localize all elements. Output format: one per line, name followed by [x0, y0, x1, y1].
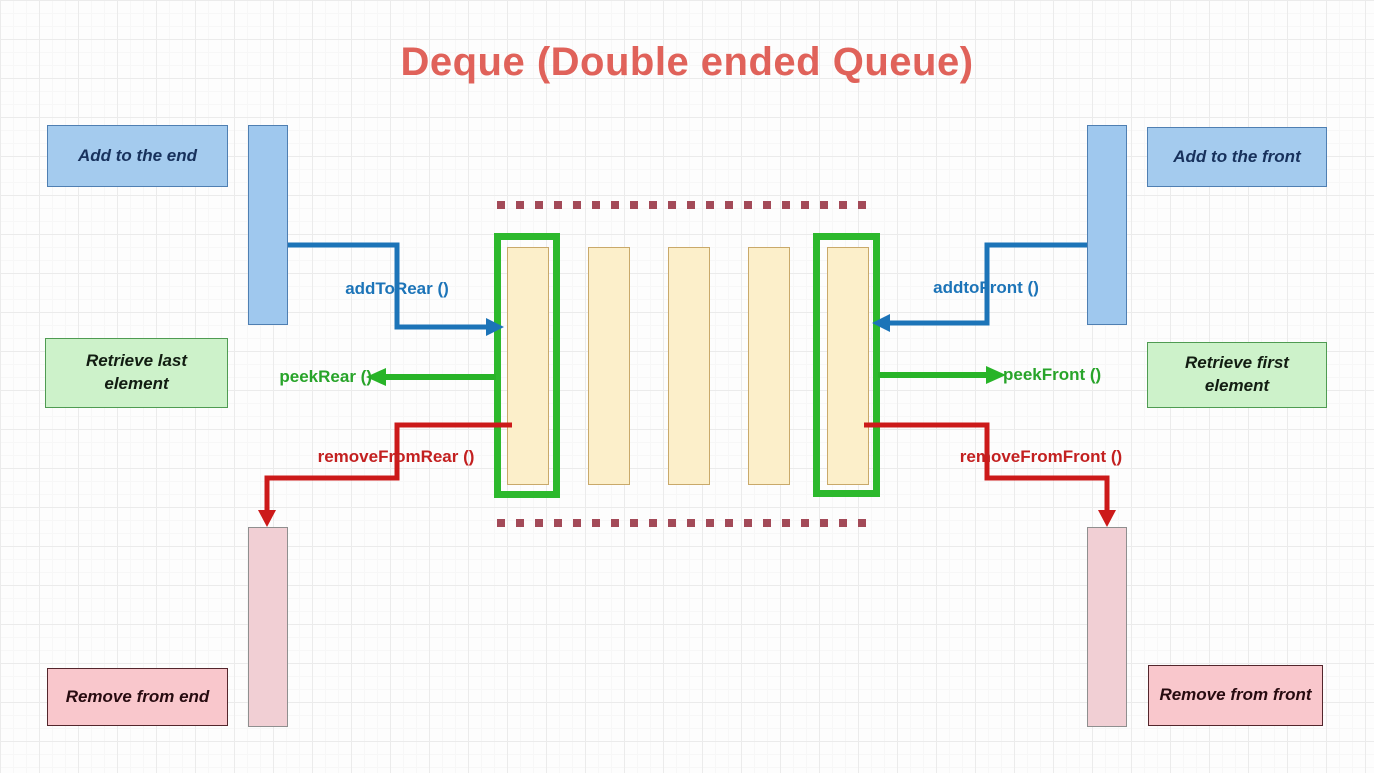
remove-from-front-label: removeFromFront ()	[959, 447, 1123, 466]
peek-rear-label: peekRear ()	[279, 367, 372, 386]
front-end-frame	[813, 233, 880, 497]
right-blue-insert-bar	[1087, 125, 1127, 325]
queue-slot	[507, 247, 549, 485]
queue-slot	[668, 247, 710, 485]
diagram-title: Deque (Double ended Queue)	[400, 40, 974, 84]
queue-slot	[748, 247, 790, 485]
retrieve-first-box: Retrieve first element	[1147, 342, 1327, 408]
remove-from-front-box: Remove from front	[1148, 665, 1323, 726]
queue-slot	[588, 247, 630, 485]
add-to-front-label: addtoFront ()	[933, 278, 1039, 297]
left-pink-removed-bar	[248, 527, 288, 727]
remove-from-rear-arrowhead-icon	[258, 510, 276, 527]
remove-from-rear-connector	[264, 422, 512, 512]
add-to-front-box: Add to the front	[1147, 127, 1327, 187]
retrieve-last-box: Retrieve last element	[45, 338, 228, 408]
remove-from-end-box: Remove from end	[47, 668, 228, 726]
remove-from-rear-label: removeFromRear ()	[317, 447, 475, 466]
remove-from-front-arrowhead-icon	[1098, 510, 1116, 527]
add-to-end-box: Add to the end	[47, 125, 228, 187]
right-pink-removed-bar	[1087, 527, 1127, 727]
peek-front-label: peekFront ()	[1003, 365, 1102, 384]
queue-slot	[827, 247, 869, 485]
rear-end-frame	[494, 233, 560, 498]
remove-from-front-connector	[864, 422, 1110, 512]
left-blue-insert-bar	[248, 125, 288, 325]
add-to-rear-label: addToRear ()	[345, 279, 449, 298]
